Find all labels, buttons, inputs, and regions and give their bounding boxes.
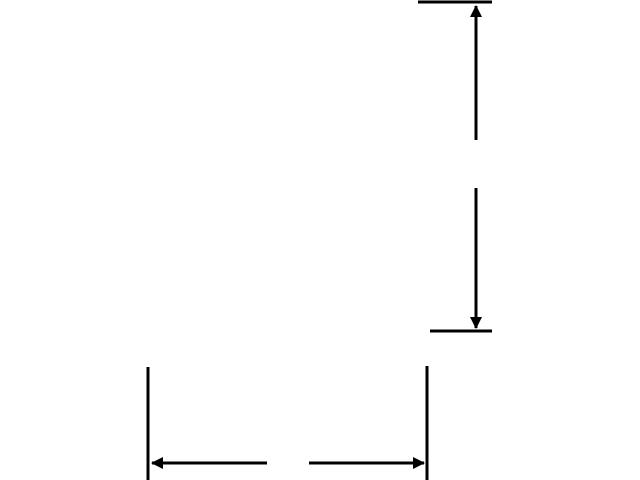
vertical-dimension [418, 0, 492, 333]
horizontal-dimension [146, 366, 429, 480]
